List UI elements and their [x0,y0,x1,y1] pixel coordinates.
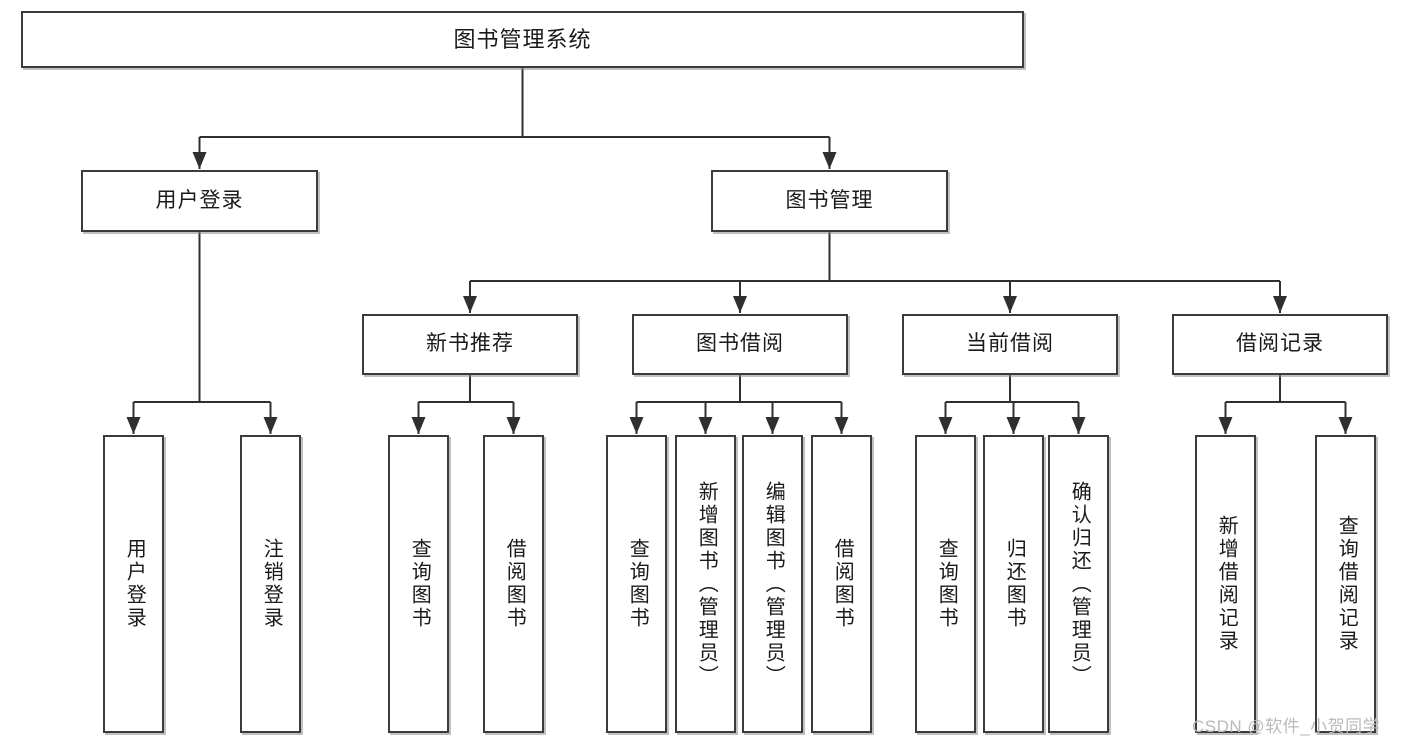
node-leaf-edit-book-admin[interactable]: 编辑图书（管理员） [742,435,803,733]
node-new-book-recommend[interactable]: 新书推荐 [362,314,578,375]
node-label: 借阅记录 [1236,332,1324,356]
node-leaf-query-book-borrow[interactable]: 查询图书 [606,435,667,733]
node-label: 新增借阅记录 [1215,515,1238,653]
watermark-text: CSDN @软件_小贺同学 [1192,717,1381,736]
node-borrow-record[interactable]: 借阅记录 [1172,314,1388,375]
node-root-system[interactable]: 图书管理系统 [21,11,1024,68]
node-leaf-query-borrow-record[interactable]: 查询借阅记录 [1315,435,1376,733]
node-leaf-add-book-admin[interactable]: 新增图书（管理员） [675,435,736,733]
node-label: 借阅图书 [831,538,854,630]
node-label: 查询图书 [408,538,431,630]
node-label: 新书推荐 [426,332,514,356]
node-label: 查询借阅记录 [1335,515,1358,653]
node-label: 查询图书 [935,538,958,630]
node-leaf-borrow-book[interactable]: 借阅图书 [811,435,872,733]
node-label: 新增图书（管理员） [695,480,718,688]
node-label: 归还图书 [1003,538,1026,630]
node-label: 编辑图书（管理员） [762,480,785,688]
node-label: 用户登录 [155,188,244,212]
node-label: 图书借阅 [696,332,784,356]
node-current-borrow[interactable]: 当前借阅 [902,314,1118,375]
node-leaf-user-login[interactable]: 用户登录 [103,435,164,733]
node-user-login[interactable]: 用户登录 [81,170,318,232]
node-label: 注销登录 [260,538,283,630]
node-leaf-confirm-return-admin[interactable]: 确认归还（管理员） [1048,435,1109,733]
node-label: 图书管理 [785,188,874,212]
node-leaf-logout[interactable]: 注销登录 [240,435,301,733]
node-label: 图书管理系统 [453,26,592,52]
node-book-management[interactable]: 图书管理 [711,170,948,232]
node-leaf-borrow-book-recommend[interactable]: 借阅图书 [483,435,544,733]
node-leaf-add-borrow-record[interactable]: 新增借阅记录 [1195,435,1256,733]
node-book-borrow[interactable]: 图书借阅 [632,314,848,375]
node-leaf-return-book[interactable]: 归还图书 [983,435,1044,733]
node-label: 确认归还（管理员） [1068,480,1091,688]
node-label: 用户登录 [123,538,146,630]
node-label: 查询图书 [626,538,649,630]
node-label: 借阅图书 [503,538,526,630]
node-leaf-query-book-recommend[interactable]: 查询图书 [388,435,449,733]
node-label: 当前借阅 [966,332,1054,356]
node-leaf-query-book-current[interactable]: 查询图书 [915,435,976,733]
